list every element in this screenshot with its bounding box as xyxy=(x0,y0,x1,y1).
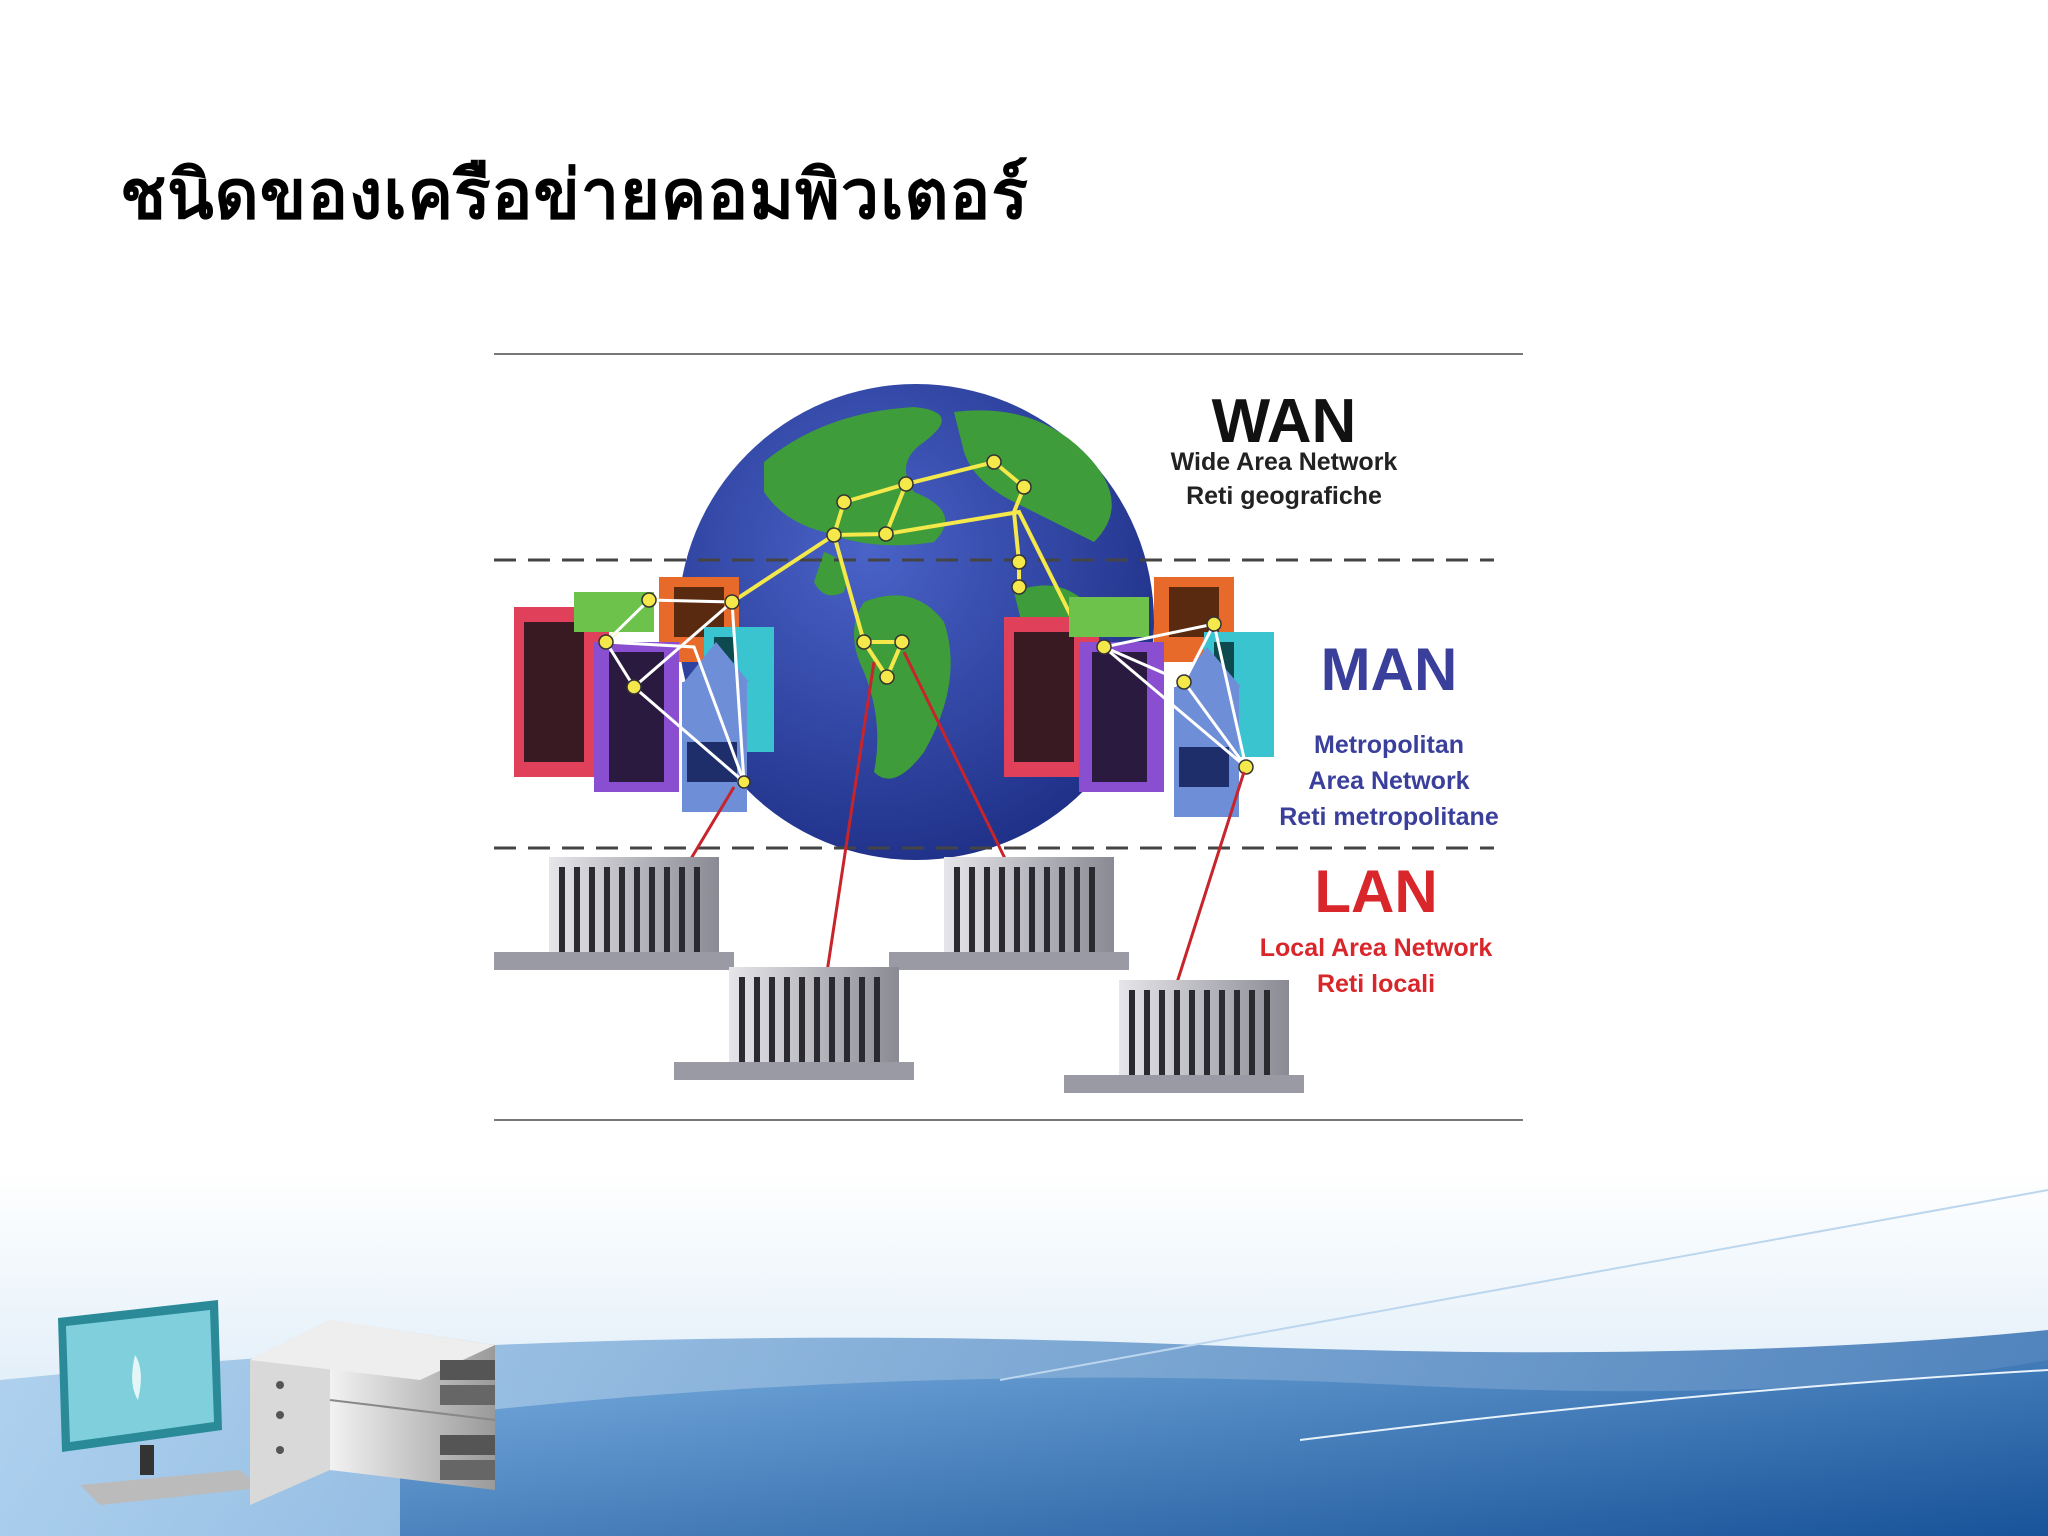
man-links-left xyxy=(604,598,746,786)
lan-name-it: Reti locali xyxy=(1317,970,1435,998)
network-node-icon xyxy=(826,454,1032,685)
network-types-diagram: WAN Wide Area Network Reti geografiche M… xyxy=(494,352,1523,1124)
server-rack-icon xyxy=(250,1320,496,1505)
man-line1: Metropolitan xyxy=(1314,731,1464,759)
network-node-icon-right xyxy=(1096,616,1254,775)
man-line2: Area Network xyxy=(1308,767,1469,795)
office-building-icon xyxy=(494,857,1304,1093)
lan-links xyxy=(672,651,1246,993)
footer-decoration xyxy=(0,1170,2048,1536)
man-abbr: MAN xyxy=(1321,636,1458,703)
computer-monitor-icon xyxy=(58,1300,260,1505)
man-name-it: Reti metropolitane xyxy=(1279,803,1499,831)
building-icon-right-cluster xyxy=(1004,577,1274,817)
wan-name-it: Reti geografiche xyxy=(1186,482,1382,510)
wan-name-en: Wide Area Network xyxy=(1171,448,1398,476)
network-node-icon-left xyxy=(598,592,751,789)
page-title: ชนิดของเครือข่ายคอมพิวเตอร์ xyxy=(120,156,1029,235)
building-icon-left-cluster xyxy=(514,577,774,812)
wan-abbr: WAN xyxy=(1212,387,1357,456)
lan-name-en: Local Area Network xyxy=(1260,934,1493,962)
lan-abbr: LAN xyxy=(1314,858,1437,925)
